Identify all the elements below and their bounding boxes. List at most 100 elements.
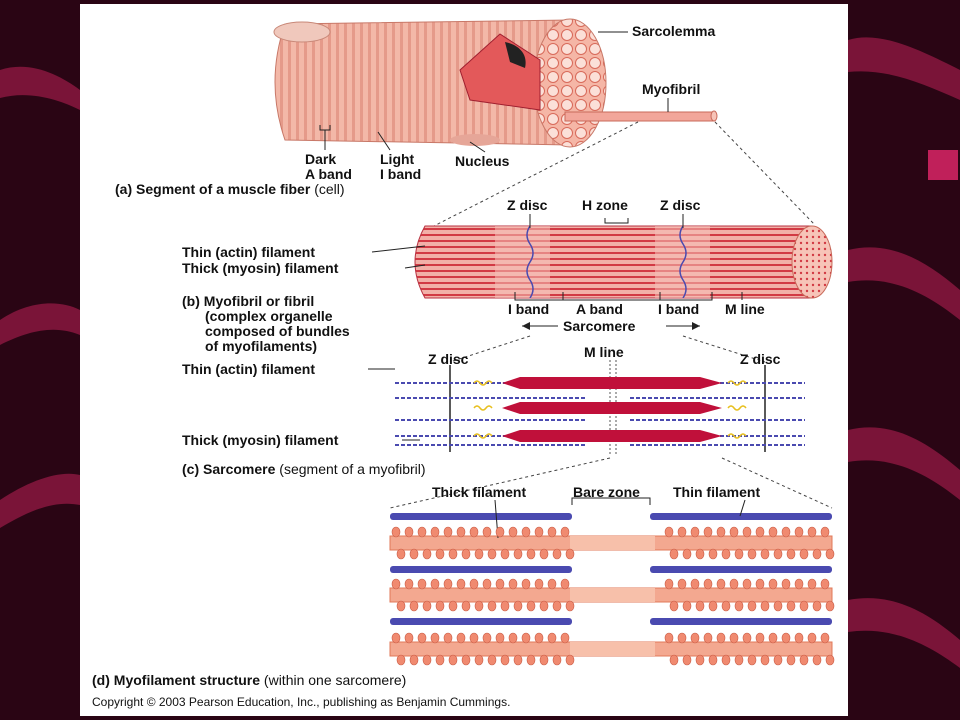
- myosin-head: [430, 632, 440, 644]
- label-h-zone: H zone: [582, 197, 628, 213]
- myosin-head: [664, 526, 674, 538]
- myosin-head: [482, 526, 492, 538]
- myosin-head: [703, 632, 713, 644]
- caption-a-letter: (a): [115, 181, 133, 197]
- caption-b-title: Myofibril or fibril: [203, 293, 315, 309]
- label-i-band: I band: [380, 166, 422, 182]
- myosin-head: [799, 654, 809, 666]
- caption-a-rest: (cell): [314, 181, 345, 197]
- myosin-head: [820, 526, 830, 538]
- myosin-head: [469, 632, 479, 644]
- myosin-head: [716, 526, 726, 538]
- myosin-head: [539, 654, 549, 666]
- myosin-head: [812, 548, 822, 560]
- myosin-head: [768, 526, 778, 538]
- myosin-head: [443, 578, 453, 590]
- label-sarcolemma: Sarcolemma: [632, 23, 716, 39]
- myosin-head: [482, 578, 492, 590]
- label-thin-filament-c: Thin (actin) filament: [182, 361, 315, 377]
- label-z-disc-right: Z disc: [660, 197, 701, 213]
- myosin-head: [734, 600, 744, 612]
- myosin-head: [508, 632, 518, 644]
- myosin-head: [391, 526, 401, 538]
- myosin-head: [794, 578, 804, 590]
- myosin-head: [552, 548, 562, 560]
- myosin-head: [716, 632, 726, 644]
- myosin-head: [534, 526, 544, 538]
- label-m-line-b: M line: [725, 301, 765, 317]
- myosin-head: [760, 600, 770, 612]
- myosin-head: [417, 526, 427, 538]
- label-z-disc-left-c: Z disc: [428, 351, 469, 367]
- myosin-head: [547, 632, 557, 644]
- myosin-head: [755, 578, 765, 590]
- myosin-head: [690, 632, 700, 644]
- myosin-head: [469, 578, 479, 590]
- myosin-head: [495, 526, 505, 538]
- myosin-head: [721, 548, 731, 560]
- myosin-head: [773, 654, 783, 666]
- caption-b: (b) Myofibril or fibril: [182, 294, 314, 309]
- myosin-head: [500, 654, 510, 666]
- caption-c-title: Sarcomere: [203, 461, 276, 477]
- myosin-head: [526, 600, 536, 612]
- myosin-head: [521, 632, 531, 644]
- myosin-head: [404, 632, 414, 644]
- myofilament-drawing: [389, 497, 833, 657]
- myosin-head: [404, 578, 414, 590]
- label-thick-filament-c: Thick (myosin) filament: [182, 432, 339, 448]
- myosin-head: [565, 654, 575, 666]
- label-bare-zone: Bare zone: [573, 484, 640, 500]
- myosin-head: [474, 654, 484, 666]
- myosin-head: [690, 526, 700, 538]
- myosin-head: [539, 600, 549, 612]
- myosin-head: [703, 578, 713, 590]
- myosin-head: [682, 600, 692, 612]
- myosin-head: [729, 632, 739, 644]
- myosin-head: [409, 548, 419, 560]
- caption-d-letter: (d): [92, 672, 110, 688]
- myosin-head: [521, 578, 531, 590]
- label-myofibril: Myofibril: [642, 81, 701, 97]
- myosin-head: [729, 526, 739, 538]
- myosin-head: [747, 600, 757, 612]
- myosin-head: [404, 526, 414, 538]
- myosin-head: [820, 632, 830, 644]
- myosin-head: [729, 578, 739, 590]
- myosin-head: [500, 600, 510, 612]
- myosin-head: [461, 600, 471, 612]
- myosin-head: [825, 600, 835, 612]
- label-sarcomere: Sarcomere: [563, 318, 636, 334]
- myosin-head: [760, 548, 770, 560]
- myosin-head: [794, 526, 804, 538]
- myosin-head: [487, 600, 497, 612]
- caption-b-line3: of myofilaments): [205, 338, 318, 354]
- myosin-head: [547, 526, 557, 538]
- myosin-head: [807, 526, 817, 538]
- caption-d: (d) Myofilament structure (within one sa…: [92, 673, 406, 688]
- label-a-band: A band: [305, 166, 352, 182]
- myosin-head: [552, 654, 562, 666]
- myosin-head: [755, 526, 765, 538]
- caption-d-rest: (within one sarcomere): [263, 672, 407, 688]
- myosin-head: [500, 548, 510, 560]
- myosin-head: [547, 578, 557, 590]
- myosin-head: [513, 600, 523, 612]
- myosin-head: [513, 548, 523, 560]
- caption-b-line2: composed of bundles: [205, 323, 350, 339]
- myosin-head: [461, 654, 471, 666]
- myosin-head: [781, 526, 791, 538]
- myosin-head: [565, 548, 575, 560]
- myosin-head: [539, 548, 549, 560]
- label-thin-filament-b: Thin (actin) filament: [182, 244, 315, 260]
- myosin-head: [448, 548, 458, 560]
- caption-c: (c) Sarcomere (segment of a myofibril): [182, 462, 426, 477]
- myosin-head: [734, 548, 744, 560]
- caption-c-letter: (c): [182, 461, 200, 477]
- myosin-head: [664, 632, 674, 644]
- myosin-head: [708, 654, 718, 666]
- myosin-head: [677, 526, 687, 538]
- label-z-disc-left: Z disc: [507, 197, 548, 213]
